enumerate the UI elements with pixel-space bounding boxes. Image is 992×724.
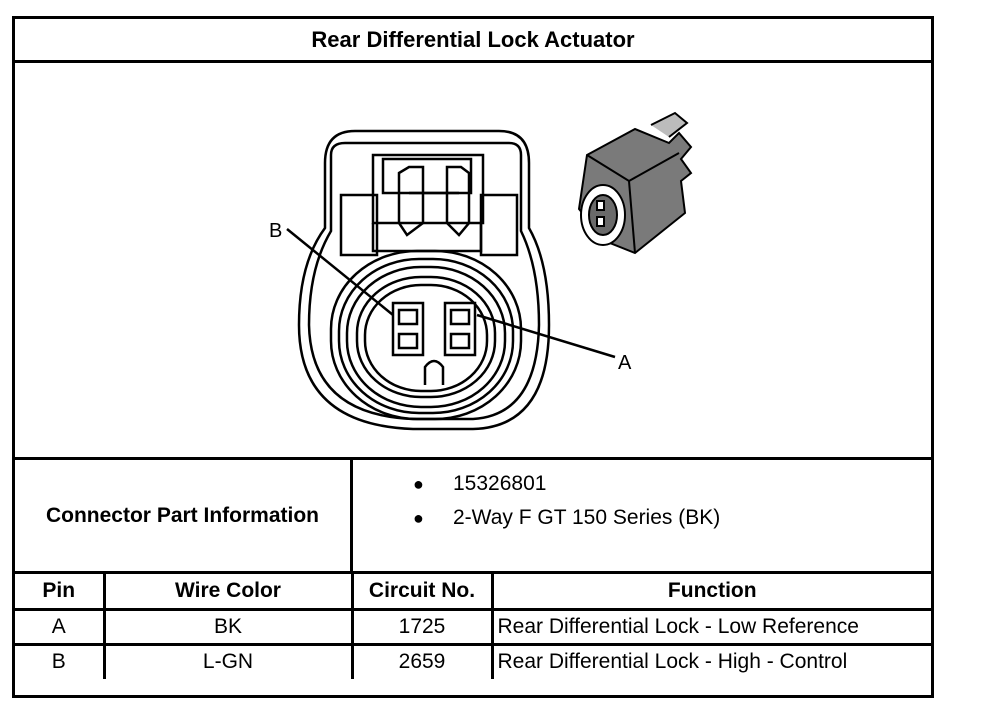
pin-label-a: A bbox=[618, 352, 632, 374]
header-wire-color: Wire Color bbox=[102, 574, 354, 611]
header-function: Function bbox=[490, 574, 931, 611]
pin-label-b: B bbox=[269, 220, 282, 242]
connector-document: Rear Differential Lock Actuator bbox=[12, 16, 934, 698]
info-item-description: ●2-Way F GT 150 Series (BK) bbox=[413, 506, 721, 529]
cell-pin: B bbox=[15, 642, 106, 679]
pin-table: Pin Wire Color Circuit No. Function A BK… bbox=[15, 574, 931, 679]
bullet-icon: ● bbox=[413, 507, 424, 528]
table-row: A BK 1725 Rear Differential Lock - Low R… bbox=[15, 607, 931, 646]
info-item-part-number: ●15326801 bbox=[413, 472, 547, 495]
connector-diagram: B A bbox=[15, 63, 931, 457]
leader-line-b bbox=[286, 228, 394, 316]
bullet-icon: ● bbox=[413, 473, 424, 494]
table-header-row: Pin Wire Color Circuit No. Function bbox=[15, 574, 931, 611]
table-row: B L-GN 2659 Rear Differential Lock - Hig… bbox=[15, 642, 931, 679]
cell-circuit: 1725 bbox=[350, 607, 494, 646]
header-circuit-no: Circuit No. bbox=[350, 574, 494, 611]
connector-housing-outline bbox=[297, 129, 551, 431]
document-title: Rear Differential Lock Actuator bbox=[15, 19, 931, 63]
cell-circuit: 2659 bbox=[350, 642, 494, 679]
leader-line-a bbox=[476, 313, 616, 359]
cell-function: Rear Differential Lock - High - Control bbox=[490, 642, 931, 679]
connector-part-info: Connector Part Information ●15326801 ●2-… bbox=[15, 457, 931, 574]
connector-face-drawing: B A bbox=[269, 111, 693, 431]
connector-info-list: ●15326801 ●2-Way F GT 150 Series (BK) bbox=[353, 460, 931, 571]
cell-function: Rear Differential Lock - Low Reference bbox=[490, 607, 931, 646]
cell-wire-color: BK bbox=[102, 607, 354, 646]
header-pin: Pin bbox=[15, 574, 106, 611]
cavity-a bbox=[443, 301, 477, 357]
cavity-b bbox=[391, 301, 425, 357]
cell-pin: A bbox=[15, 607, 106, 646]
cell-wire-color: L-GN bbox=[102, 642, 354, 679]
connector-info-label: Connector Part Information bbox=[15, 460, 353, 571]
connector-3d-view bbox=[577, 111, 693, 255]
